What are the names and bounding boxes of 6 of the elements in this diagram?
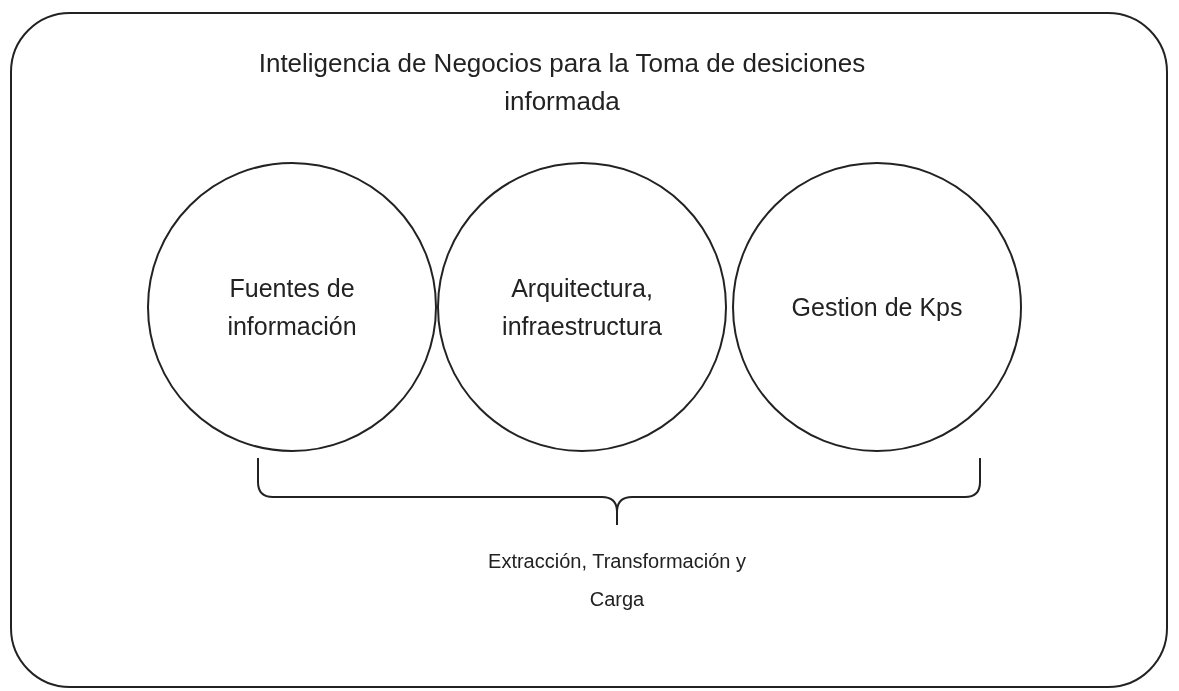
node-label: Gestion de Kps — [790, 292, 964, 323]
container-box — [10, 12, 1168, 688]
diagram-heading: Inteligencia de Negocios para la Toma de desiciones informada — [257, 47, 867, 118]
brace-caption: Extracción, Transformación y Carga — [487, 549, 747, 612]
node-label: Arquitectura, infraestructura — [501, 273, 663, 342]
node-label: Fuentes de información — [226, 273, 358, 342]
